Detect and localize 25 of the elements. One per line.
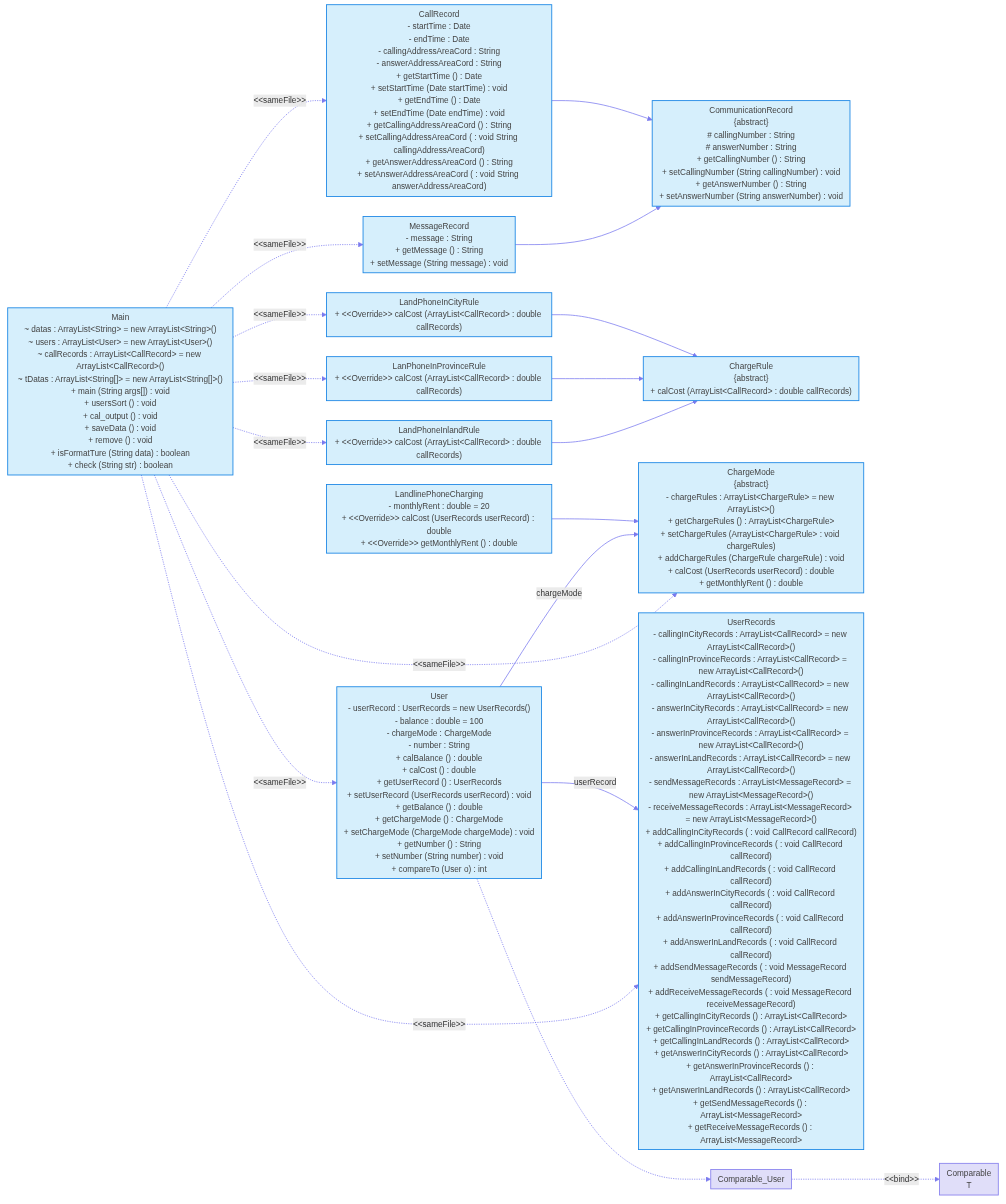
edge-label: <<sameFile>> (412, 659, 466, 670)
node-box: CommunicationRecord {abstract} # callingNumber : String # answerNumber : String + getCallingNumber () : String + setCallingNumber (String callingNumber) : void + getAnswerNumber () : String + setAnswerNumber (String answerNumber) : void (651, 100, 851, 207)
node-box: User - userRecord : UserRecords = new UserRecords() - balance : double = 100 - chargeMode : ChargeMode - number : String + calBalance () : double + calCost () : double + getUserRecord () : UserRecords + setUserRecord (UserRecords userRecord) : void + getBalance () : double + getChargeMode () : ChargeMode + setChargeMode (ChargeMode chargeMode) : void + getNumber () : String + setNumber (String number) : void + compareTo (User o) : int (336, 686, 542, 879)
node-box: LandPhoneInlandRule + <<Override>> calCost (ArrayList<CallRecord> : double callRecords) (326, 420, 553, 465)
node-box: CallRecord - startTime : Date - endTime : Date - callingAddressAreaCord : String - answerAddressAreaCord : String + getStartTime () : Date + setStartTime (Date startTime) : void + getEndTime () : Date + setEndTime (Date endTime) : void + getCallingAddressAreaCord () : String + setCallingAddressAreaCord ( : void String callingAddressAreaCord) + getAnswerAddressAreaCord () : String + setAnswerAddressAreaCord ( : void String answerAddressAreaCord) (326, 4, 553, 197)
edge-label: <<sameFile>> (253, 777, 306, 788)
node-box: Main ~ datas : ArrayList<String> = new ArrayList<String>() ~ users : ArrayList<User> = new ArrayList<User>() ~ callRecords : ArrayList<CallRecord> = new ArrayList<CallRecord>() ~ tDatas : ArrayList<String[]> = new ArrayList<String[]>() + main (String args[]) : void + usersSort () : void + cal_output () : void + saveData () : void + remove () : void + isFormatTure (String data) : boolean + check (String str) : boolean (7, 307, 234, 476)
edge-label: <<sameFile>> (253, 437, 306, 447)
edge-label: <<sameFile>> (253, 373, 306, 384)
node-box: MessageRecord - message : String + getMessage () : String + setMessage (String message) : void (362, 216, 516, 274)
node-box: UserRecords - callingInCityRecords : ArrayList<CallRecord> = new ArrayList<CallRecord>() - callingInProvinceRecords : ArrayList<CallRecord> = new ArrayList<CallRecord>() - callingInLandRecords : ArrayList<CallRecord> = new ArrayList<CallRecord>() - answerInCityRecords : ArrayList<CallRecord> = new ArrayList<CallRecord>() - answerInProvinceRecords : ArrayList<CallRecord> = new ArrayList<CallRecord>() - answerInLandRecords : ArrayList<CallRecord> = new ArrayList<CallRecord>() - sendMessageRecords : ArrayList<MessageRecord> = new ArrayList<MessageRecord>() - receiveMessageRecords : ArrayList<MessageRecord> = new ArrayList<MessageRecord>() + addCallingInCityRecords ( : void CallRecord callRecord) + addCallingInProvinceRecords ( : void CallRecord callRecord) + addCallingInLandRecords ( : void CallRecord callRecord) + addAnswerInCityRecords ( : void CallRecord callRecord) + addAnswerInProvinceRecords ( : void CallRecord callRecord) + addAnswerInLandRecords ( : void CallRecord callRecord) + addSendMessageRecords ( : void MessageRecord sendMessageRecord) + addReceiveMessageRecords ( : void MessageRecord receiveMessageRecord) + getCallingInCityRecords () : ArrayList<CallRecord> + getCallingInProvinceRecords () : ArrayList<CallRecord> + getCallingInLandRecords () : ArrayList<CallRecord> + getAnswerInCityRecords () : ArrayList<CallRecord> + getAnswerInProvinceRecords () : ArrayList<CallRecord> + getAnswerInLandRecords () : ArrayList<CallRecord> + getSendMessageRecords () : ArrayList<MessageRecord> + getReceiveMessageRecords () : ArrayList<MessageRecord> (638, 612, 865, 1150)
edge-label: <<bind>> (884, 1174, 919, 1184)
edge-label: chargeMode (536, 588, 582, 598)
edge-label: <<sameFile>> (253, 309, 306, 320)
node-box: ChargeRule {abstract} + calCost (ArrayList<CallRecord> : double callRecords) (642, 356, 860, 402)
node-box: Comparable_User (710, 1169, 792, 1190)
edge-label: <<sameFile>> (253, 95, 306, 105)
edge-label: <<sameFile>> (253, 239, 306, 250)
node-box: LandlinePhoneCharging - monthlyRent : double = 20 + <<Override>> calCost (UserRecords userRecord) : double + <<Override>> getMonthlyRent () : double (326, 484, 553, 554)
node-box: LandPhoneInCityRule + <<Override>> calCost (ArrayList<CallRecord> : double callRecords) (326, 292, 553, 338)
edge-label: <<sameFile>> (412, 1019, 466, 1029)
node-box: LanPhoneInProvinceRule + <<Override>> calCost (ArrayList<CallRecord> : double callRecords) (326, 356, 553, 402)
node-box: Comparable T (939, 1162, 999, 1196)
edge-label: userRecord (573, 777, 617, 788)
node-box: ChargeMode {abstract} - chargeRules : ArrayList<ChargeRule> = new ArrayList<>() + getChargeRules () : ArrayList<ChargeRule> + setChargeRules (ArrayList<ChargeRule> : void chargeRules) + addChargeRules (ChargeRule chargeRule) : void + calCost (UserRecords userRecord) : double + getMonthlyRent () : double (638, 462, 865, 594)
